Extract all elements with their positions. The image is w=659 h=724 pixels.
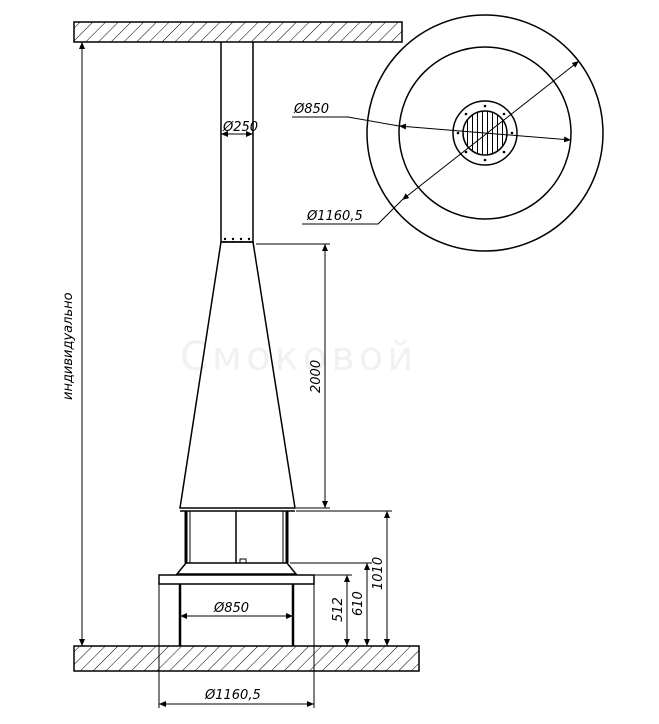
cone-height-label: 2000 xyxy=(309,360,324,393)
firebox-glass xyxy=(184,511,289,564)
top-view-outer-circle xyxy=(366,14,604,252)
firebox-platform xyxy=(158,574,315,585)
height-1010-label: 1010 xyxy=(371,557,386,590)
pipe-diameter-label: Ø250 xyxy=(222,120,258,135)
ceiling-slab xyxy=(73,21,403,43)
top-view-inner-diameter-leader xyxy=(292,116,400,127)
top-view-outer-diameter-dimension-line xyxy=(401,60,580,201)
conical-hood xyxy=(179,241,296,509)
watermark-text: Смоковой xyxy=(180,334,417,380)
top-view-outer-diameter-label: Ø1160,5 xyxy=(306,209,363,224)
lower-height-extension-lines xyxy=(290,510,392,647)
base-diameter-label: Ø1160,5 xyxy=(204,688,261,703)
top-view: Ø850 Ø1160,5 xyxy=(292,14,604,252)
firebox-diameter-label: Ø850 xyxy=(213,601,249,616)
cone-height-extension-lines xyxy=(256,243,330,509)
height-512-label: 512 xyxy=(331,597,346,622)
pipe-rivets xyxy=(223,237,251,241)
firebox-platform-top xyxy=(175,562,298,575)
height-610-label: 610 xyxy=(351,591,366,616)
top-view-outer-diameter-leader xyxy=(302,199,403,225)
floor-slab xyxy=(73,645,420,672)
base-diameter-extension-lines xyxy=(158,584,315,708)
chimney-pipe xyxy=(220,42,254,243)
overall-height-label: индивидуально xyxy=(61,292,76,400)
top-view-inner-diameter-label: Ø850 xyxy=(293,102,329,117)
